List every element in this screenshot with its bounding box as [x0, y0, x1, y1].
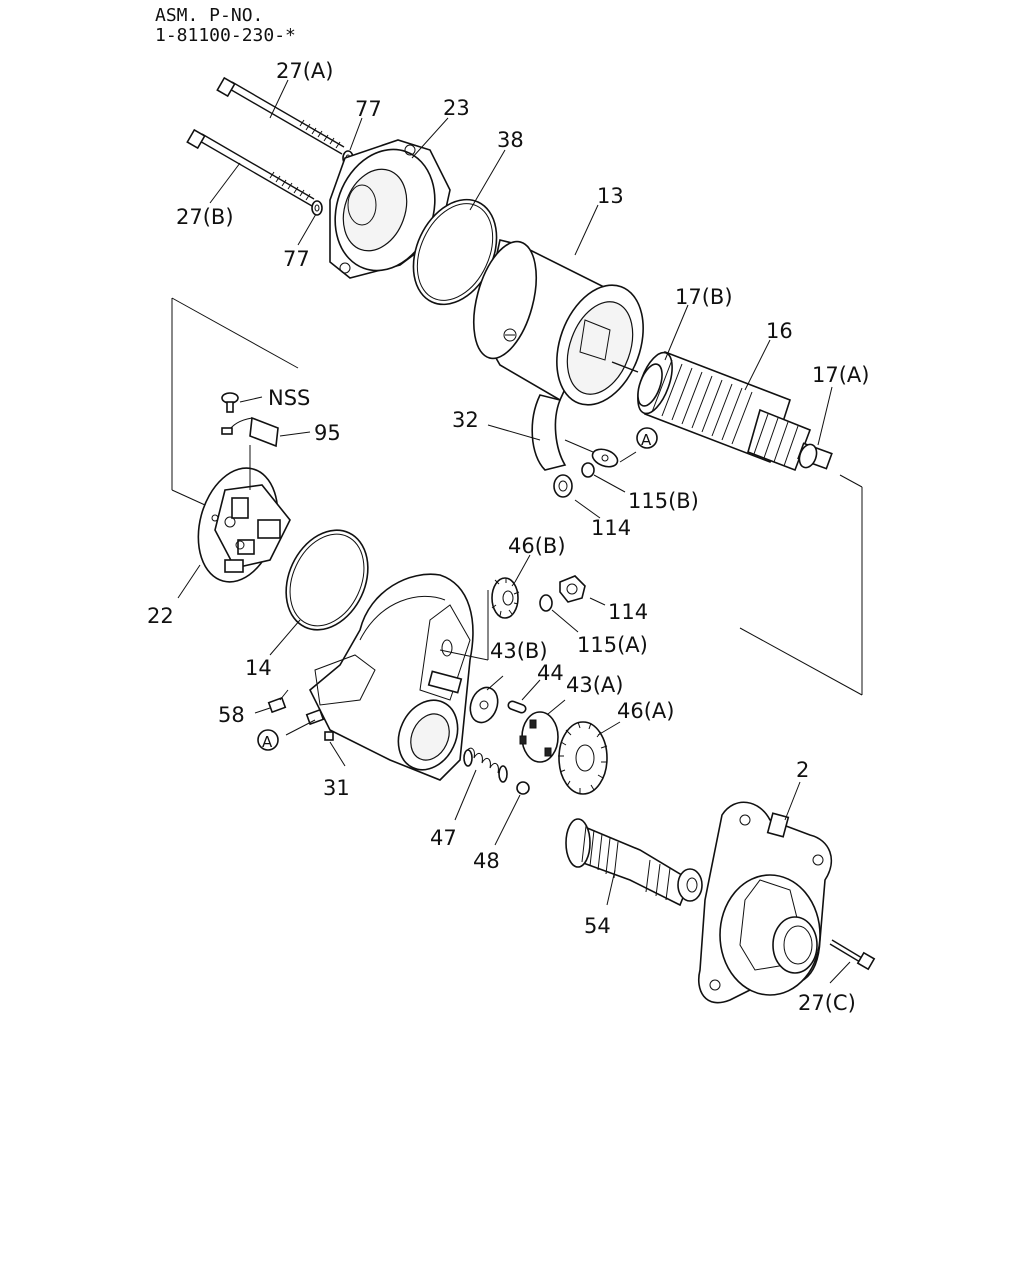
assembly-line-left-bottom — [171, 489, 206, 506]
label-77-lower: 77 — [283, 247, 310, 271]
spring-47 — [463, 747, 508, 783]
reference-a-upper-text: A — [641, 431, 652, 449]
label-77-upper: 77 — [355, 97, 382, 121]
ball-48 — [516, 781, 530, 795]
carrier-43a — [519, 711, 559, 763]
reference-a-lower-circle — [257, 729, 279, 751]
label-114-lower: 114 — [608, 600, 648, 624]
nut-114-lower — [559, 575, 586, 603]
label-46a: 46(A) — [617, 699, 674, 723]
label-nss: NSS — [268, 386, 310, 410]
through-bolt-27b — [186, 128, 315, 207]
washer-43b — [469, 686, 499, 724]
washer-115b — [581, 462, 595, 478]
label-27b: 27(B) — [176, 205, 234, 229]
label-31: 31 — [323, 776, 350, 800]
assembly-line-lower — [739, 627, 863, 696]
label-114-upper: 114 — [591, 516, 631, 540]
yoke-assembly-13 — [473, 239, 644, 406]
label-17b: 17(B) — [675, 285, 733, 309]
o-ring-38-inner — [416, 203, 494, 301]
label-43b: 43(B) — [490, 639, 548, 663]
brush-95 — [221, 416, 279, 448]
o-ring-14-inner — [289, 533, 365, 627]
label-58: 58 — [218, 703, 245, 727]
bearing-17b — [637, 363, 663, 407]
label-48: 48 — [473, 849, 500, 873]
connector-58 — [267, 689, 289, 714]
bolt-58-lower — [305, 708, 325, 726]
reference-a-lower-text: A — [262, 733, 273, 751]
assembly-line-upper — [839, 474, 863, 488]
label-95: 95 — [314, 421, 341, 445]
label-47: 47 — [430, 826, 457, 850]
label-27c: 27(C) — [798, 991, 856, 1015]
gear-46a — [558, 721, 608, 795]
label-22: 22 — [147, 604, 174, 628]
label-2: 2 — [796, 758, 809, 782]
screw-nss — [221, 392, 239, 413]
lead-wire-32 — [531, 394, 619, 471]
washer-115a — [539, 594, 553, 612]
label-13: 13 — [597, 184, 624, 208]
label-16: 16 — [766, 319, 793, 343]
label-44: 44 — [537, 661, 564, 685]
bearing-17a — [798, 443, 818, 469]
front-bracket-2 — [698, 801, 833, 1004]
label-32: 32 — [452, 408, 479, 432]
pin-44 — [507, 700, 527, 714]
label-27a: 27(A) — [276, 59, 333, 83]
housing-31 — [309, 573, 474, 781]
o-ring-14 — [285, 529, 369, 631]
assembly-label: ASM. P-NO. — [155, 5, 263, 26]
label-38: 38 — [497, 128, 524, 152]
label-14: 14 — [245, 656, 272, 680]
label-115a: 115(A) — [577, 633, 648, 657]
rear-cover-23 — [329, 139, 451, 279]
reference-a-upper-circle — [636, 427, 658, 449]
label-17a: 17(A) — [812, 363, 869, 387]
washer-77-lower — [311, 200, 323, 216]
assembly-part-number: 1-81100-230-* — [155, 25, 296, 46]
assembly-line-left-top — [171, 297, 299, 369]
label-43a: 43(A) — [566, 673, 623, 697]
label-46b: 46(B) — [508, 534, 566, 558]
nut-114-upper — [553, 474, 573, 498]
leader-lines — [177, 79, 851, 984]
label-54: 54 — [584, 914, 611, 938]
pinion-54 — [565, 818, 703, 907]
label-23: 23 — [443, 96, 470, 120]
through-bolt-27a — [216, 76, 345, 155]
gear-46b — [439, 577, 520, 661]
brush-holder-22 — [197, 467, 291, 583]
part-labels: 27(A) 77 23 38 27(B) 77 13 17(B) 16 17(A… — [147, 59, 869, 1015]
bolt-27c — [829, 939, 876, 971]
label-115b: 115(B) — [628, 489, 699, 513]
